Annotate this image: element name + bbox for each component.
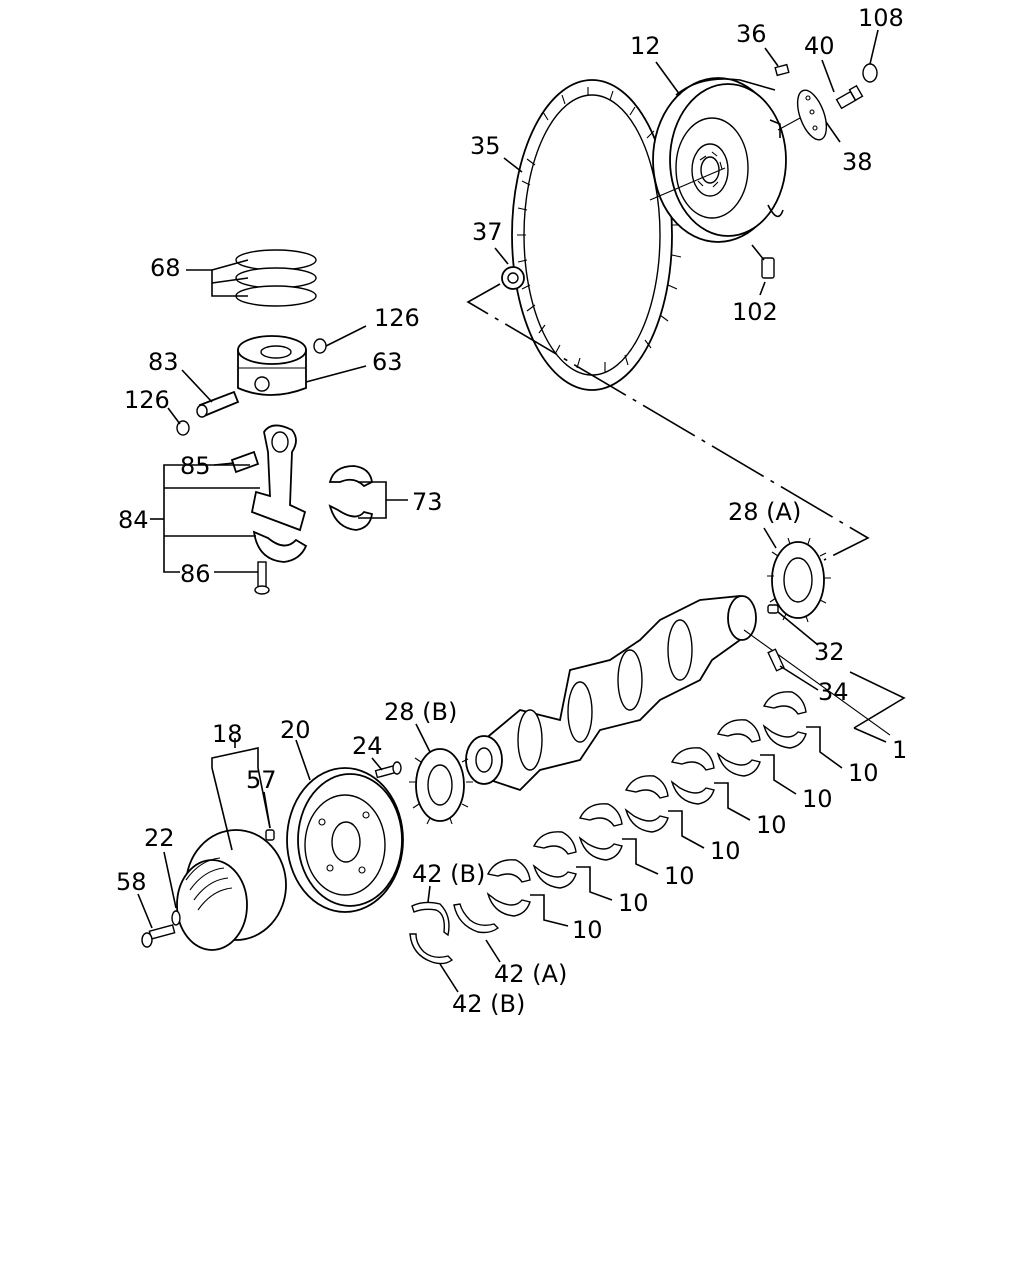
gear-28a [767,537,831,623]
piston-63 [237,335,307,396]
crankshaft-1 [465,595,891,792]
piston-pin-83 [196,390,240,418]
callout-83: 83 [148,348,179,376]
callout-42b-lower: 42 (B) [452,990,525,1018]
callout-86: 86 [180,560,211,588]
dowel-pin-36 [774,63,790,77]
piston-rings-68 [235,249,317,307]
callout-labels: 108 12 36 40 35 38 37 102 68 126 83 63 1… [116,4,907,1018]
connecting-rod-84 [250,424,308,563]
thrust-washer-42a [453,903,500,934]
callout-1: 1 [892,736,907,764]
callout-10-2: 10 [618,889,649,917]
callout-37: 37 [472,218,503,246]
callout-10-3: 10 [664,862,695,890]
bearing-shells-73 [328,465,374,531]
callout-84: 84 [118,506,149,534]
callout-10-1: 10 [572,916,603,944]
callout-20: 20 [280,716,311,744]
callout-68: 68 [150,254,181,282]
callout-102: 102 [732,298,778,326]
callout-28b: 28 (B) [384,698,457,726]
callout-58: 58 [116,868,147,896]
pulley-18 [176,829,287,951]
plate-38 [796,89,828,141]
callout-63: 63 [372,348,403,376]
o-ring-108 [862,63,878,83]
snap-ring-126-right [313,338,327,354]
thrust-washer-42b-lower [409,933,454,965]
pin-32 [767,604,779,614]
callout-22: 22 [144,824,175,852]
callout-34: 34 [818,678,849,706]
snap-ring-126-left [176,420,190,436]
bolt-24 [374,761,402,779]
pin-102 [761,257,775,279]
bearing-37 [501,266,525,290]
callout-38: 38 [842,148,873,176]
gear-28b [409,748,473,825]
callout-42b-upper: 42 (B) [412,860,485,888]
callout-40: 40 [804,32,835,60]
callout-18: 18 [212,720,243,748]
callout-32: 32 [814,638,845,666]
callout-85: 85 [180,452,211,480]
pin-57 [265,829,275,841]
callout-57: 57 [246,766,277,794]
callout-36: 36 [736,20,767,48]
bolt-86 [254,561,270,595]
callout-35: 35 [470,132,501,160]
callout-28a: 28 (A) [728,498,801,526]
callout-126-right: 126 [374,304,420,332]
callout-73: 73 [412,488,443,516]
bolt-58 [141,924,176,948]
thrust-washer-42b-upper [411,901,450,937]
callout-10-5: 10 [756,811,787,839]
callout-24: 24 [352,732,383,760]
bolt-40 [835,84,864,110]
bushing-85 [230,450,260,474]
main-bearing-shells-10 [486,691,807,917]
flywheel-12 [652,77,787,243]
ring-gear-35 [511,79,682,391]
callout-10-7: 10 [848,759,879,787]
pin-34 [767,648,785,672]
callout-126-left: 126 [124,386,170,414]
callout-10-4: 10 [710,837,741,865]
leader-lines [137,29,906,993]
callout-12: 12 [630,32,661,60]
callout-42a: 42 (A) [494,960,567,988]
callout-108: 108 [858,4,904,32]
damper-pulley-20 [286,767,404,913]
washer-22 [171,910,181,926]
callout-10-6: 10 [802,785,833,813]
